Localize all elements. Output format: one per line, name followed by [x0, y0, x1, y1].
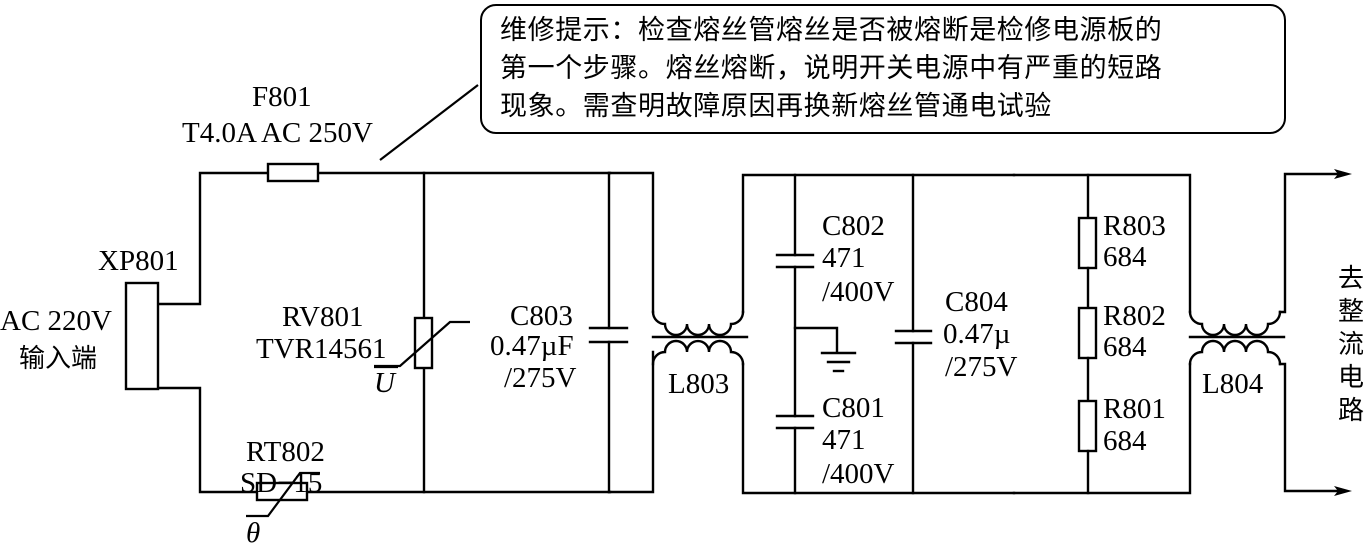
- c803-rating-label: /275V: [504, 362, 577, 394]
- bleeder-resistor-string: [1077, 173, 1098, 495]
- r802-ref-label: R802: [1103, 300, 1166, 332]
- fuse-f801: [266, 162, 320, 183]
- c801-value-label: 471: [822, 424, 866, 456]
- r803-ref-label: R803: [1103, 210, 1166, 242]
- output-label-char: 整: [1338, 297, 1364, 327]
- varistor-rv801: [374, 316, 470, 370]
- c803-value-label: 0.47µF: [490, 330, 574, 362]
- c804-ref-label: C804: [945, 286, 1008, 318]
- output-label-char: 路: [1338, 396, 1364, 426]
- r801-ref-label: R801: [1103, 393, 1166, 425]
- output-arrows: [1278, 169, 1352, 496]
- l804-ref-label: L804: [1202, 368, 1264, 400]
- c802-value-label: 471: [822, 242, 866, 274]
- inductor-l804: [1012, 173, 1286, 495]
- arrow-right-icon: [1334, 169, 1352, 179]
- connector-ref-label: XP801: [98, 245, 179, 277]
- connector-xp801: [124, 281, 160, 391]
- varistor-part-label: TVR14561: [256, 333, 387, 365]
- varistor-symbol-label: U: [374, 367, 397, 399]
- repair-tip-line: 第一个步骤。熔丝熔断，说明开关电源中有严重的短路: [500, 53, 1163, 84]
- r802-value-label: 684: [1103, 331, 1147, 363]
- c803-ref-label: C803: [510, 300, 573, 332]
- c804-value-label: 0.47µ: [943, 318, 1010, 350]
- output-label-char: 流: [1338, 330, 1364, 360]
- fuse-ref-label: F801: [252, 81, 312, 113]
- c802-ref-label: C802: [822, 210, 885, 242]
- r803-value-label: 684: [1103, 241, 1147, 273]
- r801-value-label: 684: [1103, 425, 1147, 457]
- fuse-spec-label: T4.0A AC 250V: [182, 117, 373, 149]
- varistor-ref-label: RV801: [282, 301, 363, 333]
- output-destination-label: 去 整 流 电 路: [1338, 264, 1364, 426]
- c801-ref-label: C801: [822, 392, 885, 424]
- output-label-char: 电: [1338, 363, 1364, 393]
- thermistor-ref-label: RT802: [246, 436, 325, 468]
- l803-ref-label: L803: [668, 368, 729, 400]
- wires-left: [157, 171, 655, 494]
- thermistor-part-label: SD−15: [240, 467, 322, 499]
- capacitor-c803: [588, 326, 629, 344]
- output-label-char: 去: [1338, 264, 1364, 294]
- input-terminal-label: 输入端: [19, 344, 97, 374]
- capacitor-c804: [894, 173, 933, 495]
- y-capacitors: [775, 173, 815, 495]
- note-pointer-line: [379, 84, 479, 161]
- inductor-l803: [651, 173, 1016, 495]
- input-voltage-label: AC 220V: [0, 305, 112, 337]
- repair-tip-line: 现象。需查明故障原因再换新熔丝管通电试验: [500, 91, 1052, 122]
- ground-icon: [793, 326, 857, 373]
- arrow-right-icon: [1334, 486, 1352, 496]
- repair-tip-callout: 维修提示：检查熔丝管熔丝是否被熔断是检修电源板的 第一个步骤。熔丝熔断，说明开关…: [480, 4, 1286, 134]
- c804-rating-label: /275V: [945, 351, 1018, 383]
- c802-rating-label: /400V: [822, 276, 895, 308]
- c801-rating-label: /400V: [822, 458, 895, 490]
- repair-tip-line: 维修提示：检查熔丝管熔丝是否被熔断是检修电源板的: [500, 15, 1163, 46]
- thermistor-rt802: [246, 471, 320, 518]
- thermistor-symbol-label: θ: [246, 517, 260, 547]
